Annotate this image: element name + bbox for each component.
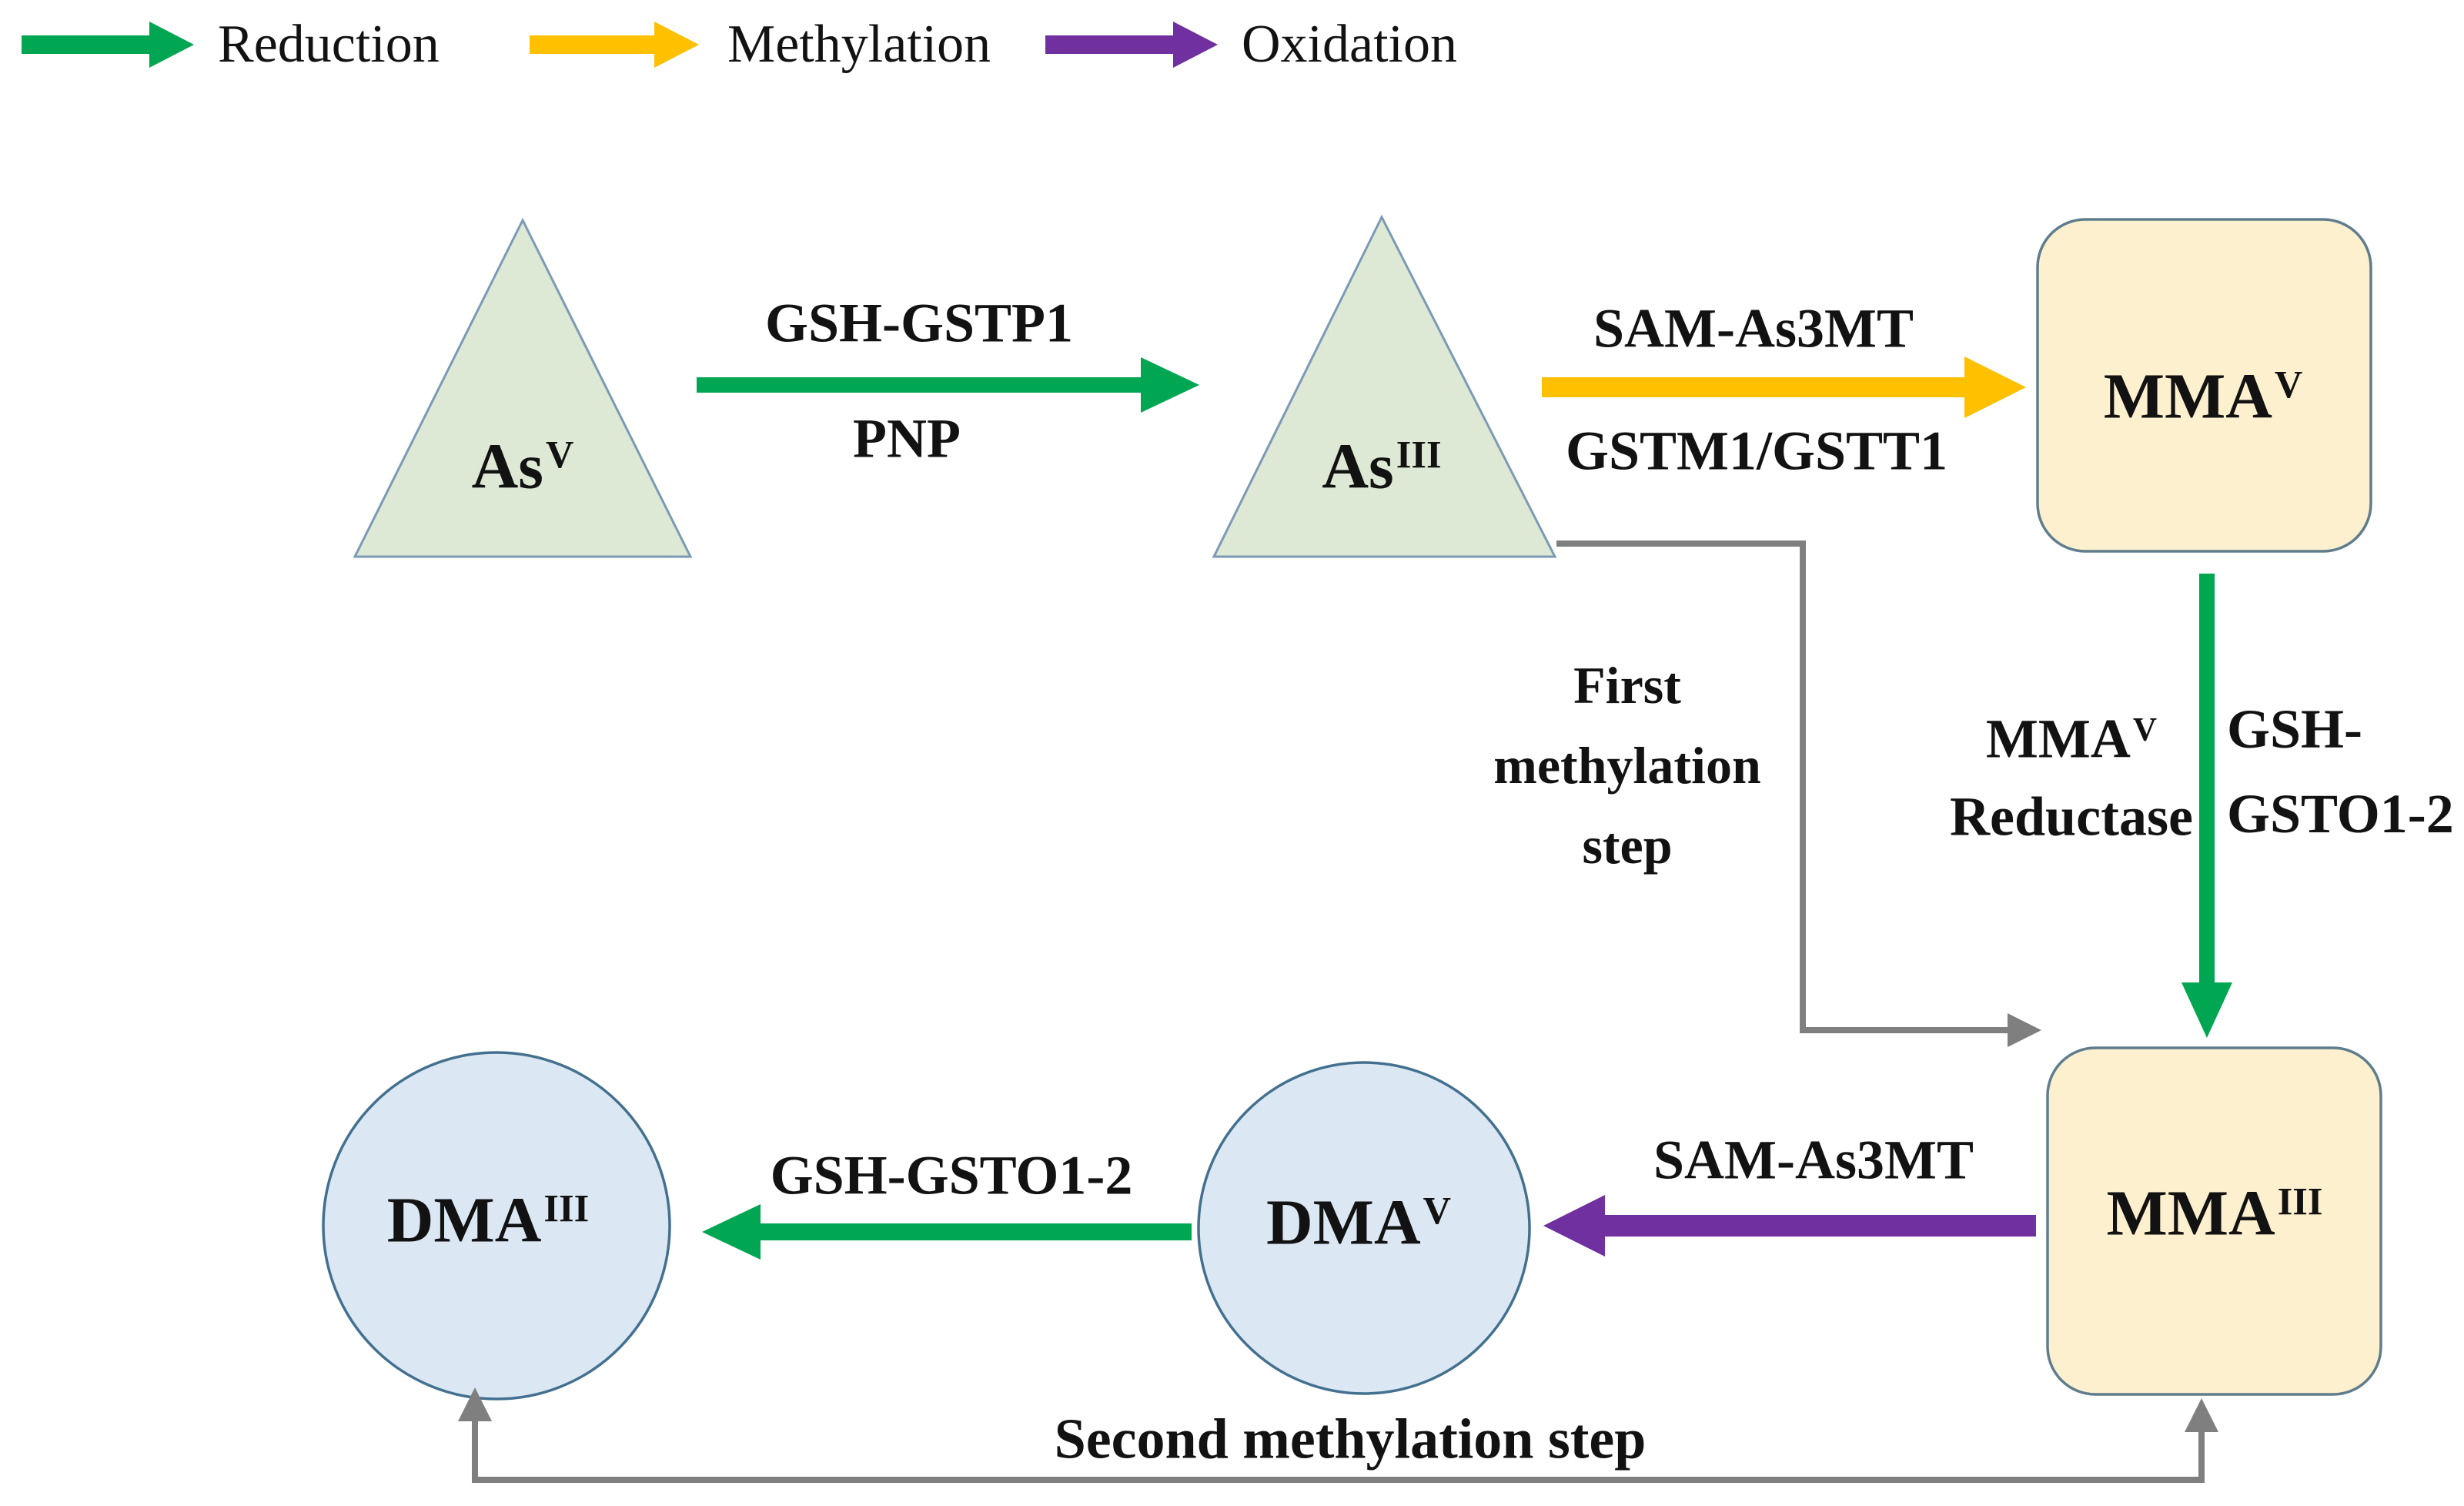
superscript: III bbox=[2277, 1180, 2323, 1223]
dmaiii-circle bbox=[322, 1051, 671, 1401]
reduction-arrow-asv-to-asiii bbox=[697, 357, 1199, 413]
edge-label-sam-as3mt-first: SAM-As3MT bbox=[1593, 297, 1914, 360]
first-methylation-connector-line bbox=[1556, 540, 2011, 1033]
node-label-dmaiii: DMAIII bbox=[386, 1184, 590, 1257]
annotation-second-methylation-step: Second methylation step bbox=[1054, 1407, 1647, 1471]
edge-label-gsh-line: GSH- bbox=[2227, 698, 2363, 760]
superscript: III bbox=[1396, 433, 1442, 477]
asv-triangle bbox=[353, 217, 693, 558]
legend-methylation-arrow-icon bbox=[530, 22, 699, 68]
edge-label-gsh-gsto1-2-vertical: GSH- GSTO1-2 bbox=[2227, 687, 2454, 856]
superscript: III bbox=[543, 1186, 590, 1230]
edge-label-gsto1-2-line: GSTO1-2 bbox=[2227, 783, 2454, 845]
edge-label-mmav-reductase: MMAV Reductase bbox=[1950, 704, 2193, 852]
legend-label-oxidation: Oxidation bbox=[1242, 14, 1457, 74]
superscript: V bbox=[2274, 363, 2303, 407]
asiii-triangle bbox=[1212, 214, 1557, 558]
edge-label-gstm1-gstt1: GSTM1/GSTT1 bbox=[1565, 420, 1948, 482]
methylation-arrow-asiii-to-mmav bbox=[1542, 356, 2026, 418]
oxidation-arrow-mmaiii-to-dmav bbox=[1543, 1195, 2036, 1257]
legend-oxidation-arrow-icon bbox=[1045, 22, 1218, 68]
legend-label-methylation: Methylation bbox=[727, 14, 991, 74]
reduction-arrow-mmav-to-mmaiii bbox=[2181, 574, 2232, 1038]
second-methylation-connector-arrowhead-right-icon bbox=[2185, 1398, 2218, 1432]
node-label-mmaiii: MMAIII bbox=[2106, 1177, 2323, 1250]
reduction-arrow-dmav-to-dmaiii bbox=[702, 1204, 1192, 1260]
edge-label-sam-as3mt-second: SAM-As3MT bbox=[1653, 1129, 1974, 1191]
superscript: V bbox=[1423, 1189, 1451, 1233]
annotation-first-methylation-step: First methylation step bbox=[1493, 656, 1761, 875]
edge-label-gsh-gstp1: GSH-GSTP1 bbox=[764, 292, 1074, 354]
node-label-asiii: AsIII bbox=[1322, 430, 1442, 503]
node-label-asv: AsV bbox=[471, 430, 574, 503]
edge-label-mmav-reductase-line2: Reductase bbox=[1950, 785, 2193, 848]
legend-reduction-arrow-icon bbox=[22, 22, 194, 68]
dmav-circle bbox=[1197, 1061, 1531, 1395]
edge-label-pnp: PNP bbox=[853, 407, 961, 470]
superscript: V bbox=[545, 433, 574, 477]
legend-label-reduction: Reduction bbox=[218, 14, 440, 74]
mmaiii-box bbox=[2046, 1046, 2382, 1396]
edge-label-mmav-reductase-line1: MMAV bbox=[1985, 708, 2158, 770]
edge-label-gsh-gsto1-2-horizontal: GSH-GSTO1-2 bbox=[770, 1144, 1133, 1206]
first-methylation-connector-arrowhead-icon bbox=[2008, 1013, 2041, 1047]
second-methylation-connector-arrowhead-left-icon bbox=[458, 1387, 492, 1421]
node-label-mmav: MMAV bbox=[2103, 360, 2303, 433]
mmav-box bbox=[2036, 218, 2372, 553]
superscript: V bbox=[2132, 711, 2158, 748]
second-methylation-connector-line bbox=[472, 1421, 2205, 1483]
node-label-dmav: DMAV bbox=[1266, 1186, 1451, 1259]
